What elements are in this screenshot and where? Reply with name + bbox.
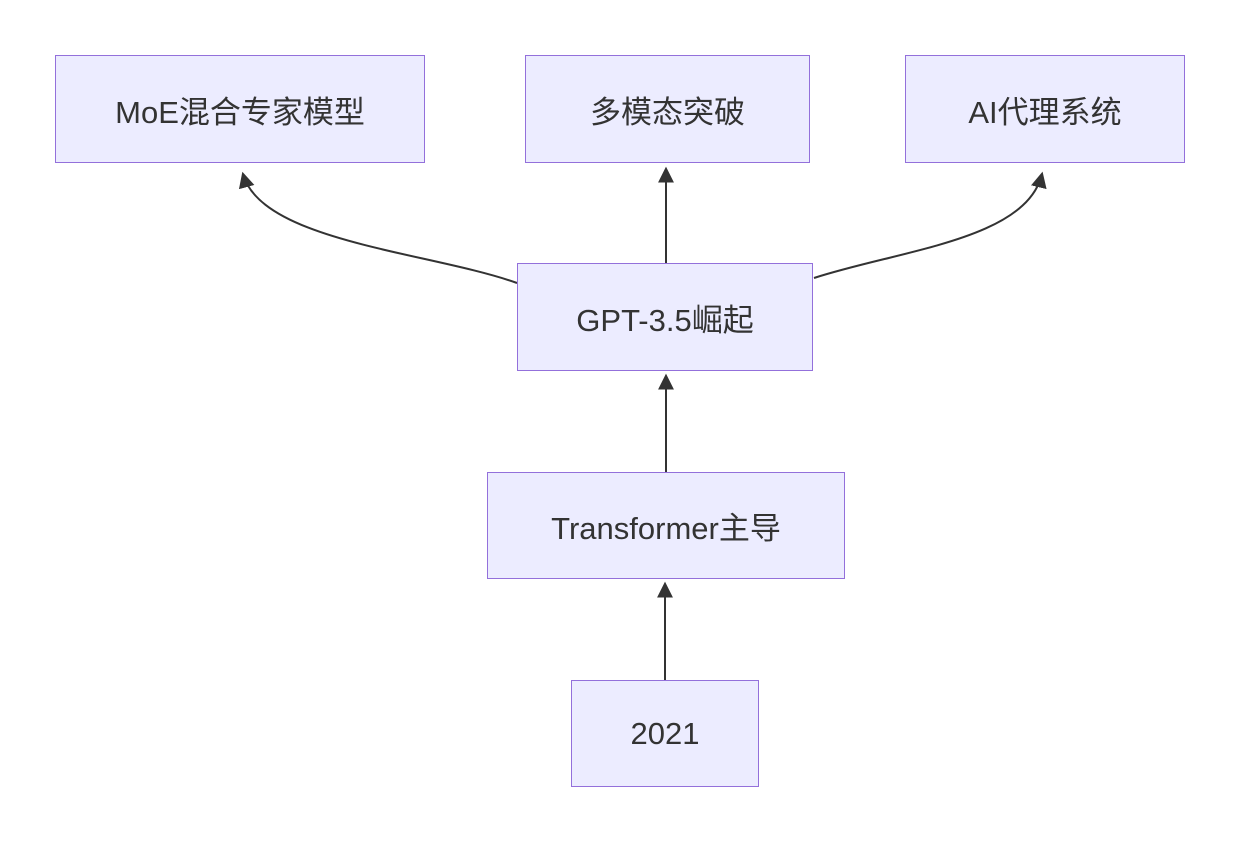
node-gpt35-label: GPT-3.5崛起 — [576, 302, 754, 338]
node-2021-label: 2021 — [630, 715, 700, 751]
node-transformer-label: Transformer主导 — [551, 511, 781, 546]
edge-gpt35-to-agents — [813, 171, 1047, 279]
node-agents: AI代理系统 — [905, 55, 1185, 163]
edge-gpt35-to-moe — [238, 171, 518, 284]
node-transformer: Transformer主导 — [487, 472, 845, 579]
node-agents-label: AI代理系统 — [968, 94, 1122, 130]
node-moe: MoE混合专家模型 — [55, 55, 425, 163]
node-gpt35: GPT-3.5崛起 — [517, 263, 813, 371]
node-multimodal-label: 多模态突破 — [590, 94, 745, 130]
node-multimodal: 多模态突破 — [525, 55, 810, 163]
node-moe-label: MoE混合专家模型 — [115, 94, 365, 130]
node-2021: 2021 — [571, 680, 759, 787]
